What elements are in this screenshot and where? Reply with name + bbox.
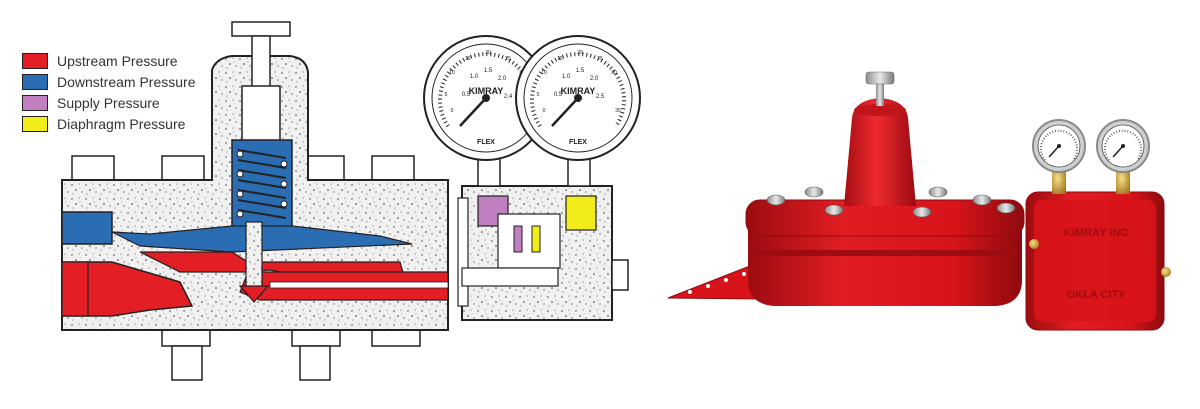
diaphragm-pressure-port: [565, 195, 597, 231]
gauge-left-brand: KIMRAY: [469, 86, 504, 96]
gauge-right-footer: FLEX: [569, 139, 587, 146]
photo-adjusting-knob: [865, 71, 895, 85]
regulator-seam: [752, 250, 1018, 256]
gauge-right-brand: KIMRAY: [561, 86, 596, 96]
pilot-outlet: [461, 267, 559, 287]
pilot-adjust-screw: [1029, 239, 1039, 249]
bolt-head: [371, 155, 415, 181]
legend-item-downstream: Downstream Pressure: [22, 71, 196, 92]
downstream-port: [61, 211, 113, 245]
pilot-supply-stem: [513, 225, 523, 253]
pilot-side-port: [1161, 267, 1171, 277]
inlet-thread: [61, 261, 89, 317]
adjusting-nut: [241, 85, 281, 143]
legend-swatch-downstream: [22, 73, 48, 90]
spring-coil-ends: [236, 150, 288, 218]
regulator-lower-body: [748, 218, 1022, 306]
legend-item-upstream: Upstream Pressure: [22, 50, 196, 71]
svg-text:25: 25: [597, 56, 603, 62]
gauge-fitting: [1052, 168, 1066, 194]
svg-text:15: 15: [465, 56, 471, 62]
svg-text:2.5: 2.5: [596, 94, 605, 100]
legend-swatch-supply: [22, 94, 48, 111]
bolt-head: [71, 155, 115, 181]
spring-bonnet: [844, 98, 916, 206]
adjusting-screw-handle: [231, 21, 291, 37]
gauge-left-scale-a: 0.5 1.0 1.5 2.0 2.4: [462, 68, 513, 100]
photo-gauge-right: [1096, 119, 1150, 173]
svg-text:5: 5: [537, 92, 540, 98]
gauge-stem: [477, 157, 501, 187]
plate-text-1: KIMRAY INC: [1064, 227, 1128, 239]
mounting-plate-holes: [688, 272, 746, 294]
pilot-cavity: [497, 213, 561, 269]
gauge-left-footer: FLEX: [477, 139, 495, 146]
legend-swatch-upstream: [22, 52, 48, 69]
svg-text:35: 35: [615, 108, 621, 114]
gauge-left: KIMRAY FLEX 0.5 1.0 1.5 2.0 2.4 0 5 10 1…: [423, 35, 549, 161]
legend-label-diaphragm: Diaphragm Pressure: [57, 115, 186, 132]
plate-text-2: OKLA CITY: [1067, 289, 1127, 301]
legend-item-supply: Supply Pressure: [22, 92, 196, 113]
svg-text:2.0: 2.0: [498, 76, 507, 82]
gauge-right-scale-b: 0 5 10 15 20 25 30 35: [537, 50, 621, 114]
svg-text:10: 10: [541, 70, 547, 76]
gauge-right-scale-a: 0.5 1.0 1.5 2.0 2.5: [554, 68, 605, 100]
bonnet-top: [854, 104, 906, 116]
svg-text:2.4: 2.4: [504, 94, 513, 100]
cutaway-diagram: KIMRAY FLEX 0.5 1.0 1.5 2.0 2.4 0 5 10 1…: [61, 21, 641, 381]
pilot-cover: [457, 197, 469, 307]
svg-text:15: 15: [557, 56, 563, 62]
svg-text:20: 20: [577, 50, 583, 56]
legend-swatch-diaphragm: [22, 115, 48, 132]
passage-bore: [269, 281, 449, 289]
pilot-box-face: [1034, 200, 1156, 322]
svg-text:20: 20: [485, 50, 491, 56]
svg-text:30: 30: [611, 70, 617, 76]
spring: [237, 149, 287, 219]
pressure-legend: Upstream Pressure Downstream Pressure Su…: [22, 50, 196, 134]
legend-label-downstream: Downstream Pressure: [57, 73, 196, 90]
product-photo: KIMRAY INC OKLA CITY: [667, 71, 1171, 331]
svg-text:0: 0: [451, 108, 454, 114]
photo-gauge-left: [1032, 119, 1086, 173]
bolt-head: [161, 155, 205, 181]
valve-stem: [245, 221, 263, 295]
legend-label-upstream: Upstream Pressure: [57, 52, 178, 69]
gauge-stem: [567, 157, 591, 187]
bolt-head: [171, 345, 203, 381]
pilot-nut: [611, 259, 629, 291]
svg-text:0.5: 0.5: [462, 92, 471, 98]
svg-text:0: 0: [543, 108, 546, 114]
gauge-right: KIMRAY FLEX 0.5 1.0 1.5 2.0 2.5 0 5 10 1…: [515, 35, 641, 161]
pilot-diaphragm-stem: [531, 225, 541, 253]
svg-text:5: 5: [445, 92, 448, 98]
valve-plug: [238, 285, 270, 303]
gauge-left-needle: [459, 97, 487, 127]
photo-adjusting-stem: [876, 82, 884, 106]
legend-label-supply: Supply Pressure: [57, 94, 160, 111]
svg-text:2.0: 2.0: [590, 76, 599, 82]
svg-text:1.5: 1.5: [484, 68, 493, 74]
gauge-fitting: [1116, 168, 1130, 194]
svg-text:0.5: 0.5: [554, 92, 563, 98]
svg-text:25: 25: [505, 56, 511, 62]
svg-text:1.0: 1.0: [562, 74, 571, 80]
legend-item-diaphragm: Diaphragm Pressure: [22, 113, 196, 134]
svg-text:1.5: 1.5: [576, 68, 585, 74]
bolt-head: [299, 345, 331, 381]
gauge-right-needle: [551, 97, 579, 127]
svg-text:1.0: 1.0: [470, 74, 479, 80]
svg-text:10: 10: [449, 70, 455, 76]
